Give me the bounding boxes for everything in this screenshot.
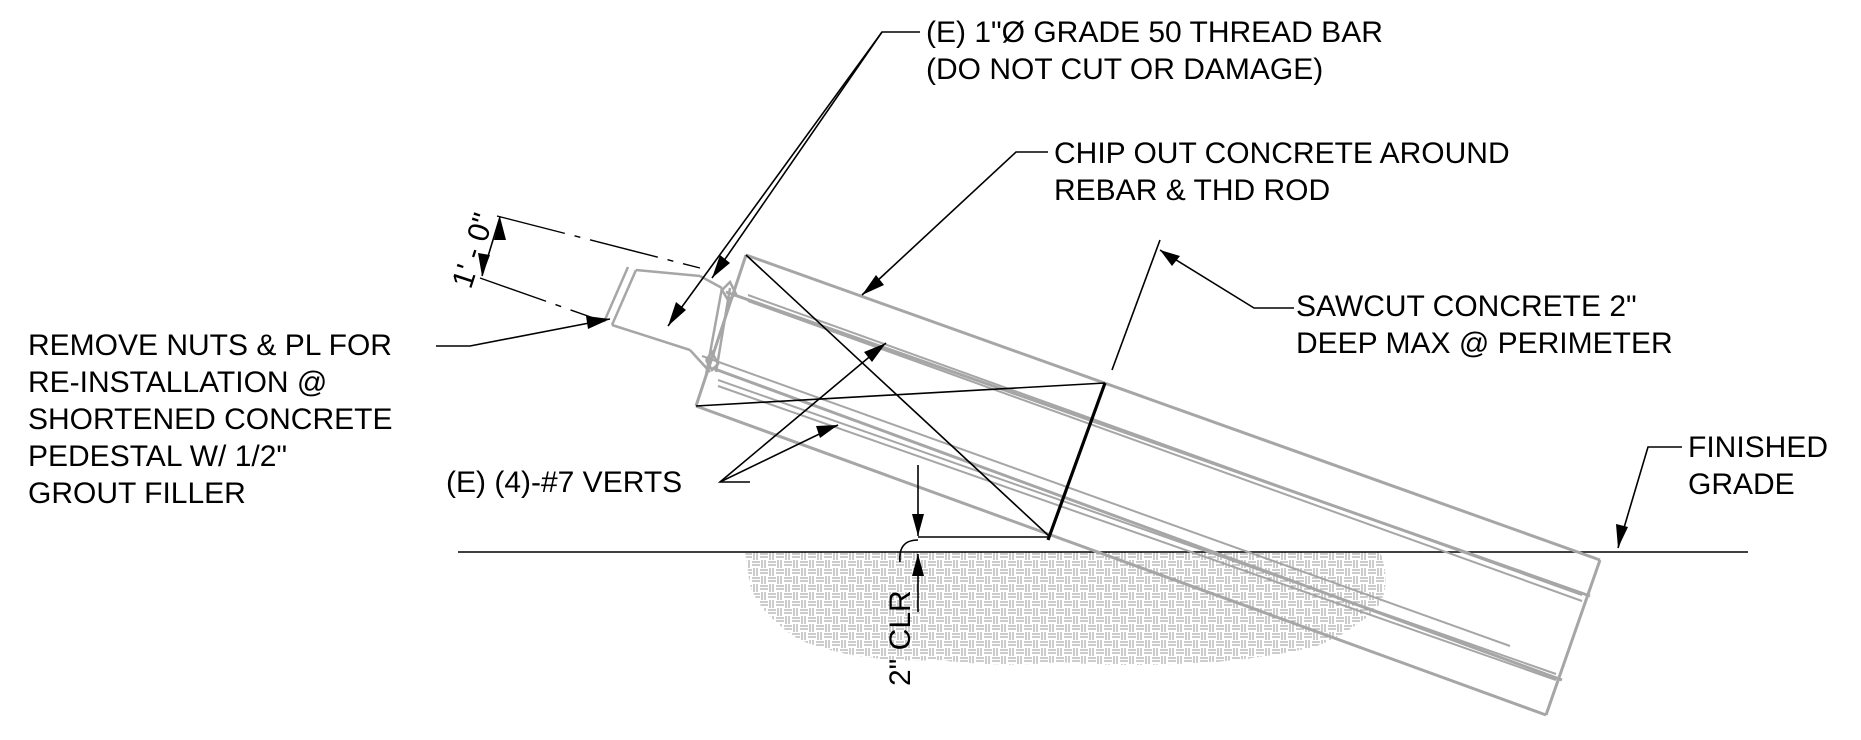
note-remove-nuts: REMOVE NUTS & PL FOR RE-INSTALLATION @ S…: [28, 327, 392, 512]
clearance-dimension: [899, 465, 924, 612]
leader-sawcut: [1111, 239, 1294, 371]
leader-finished-grade: [1616, 446, 1682, 549]
sawcut-lines: [695, 254, 1107, 541]
note-sawcut-line2: DEEP MAX @ PERIMETER: [1296, 327, 1673, 360]
note-sawcut-line1: SAWCUT CONCRETE 2": [1296, 290, 1637, 323]
vertical-rebars: [701, 294, 1583, 681]
leader-remove-nuts: [436, 316, 611, 347]
length-dimension: [478, 215, 701, 322]
dimension-clearance-label: 2" CLR: [884, 590, 917, 686]
leader-thread-bar: [667, 31, 920, 327]
note-remove-nuts-line2: RE-INSTALLATION @: [28, 366, 328, 399]
note-remove-nuts-line4: PEDESTAL W/ 1/2": [28, 440, 288, 473]
note-chip-out-line2: REBAR & THD ROD: [1054, 174, 1331, 207]
note-thread-bar: (E) 1"Ø GRADE 50 THREAD BAR (DO NOT CUT …: [926, 14, 1383, 88]
concrete-pedestal: [694, 253, 1602, 717]
note-chip-out-line1: CHIP OUT CONCRETE AROUND: [1054, 137, 1510, 170]
note-finished-grade: FINISHED GRADE: [1688, 429, 1828, 503]
note-remove-nuts-line3: SHORTENED CONCRETE: [28, 403, 393, 436]
note-verts: (E) (4)-#7 VERTS: [446, 464, 682, 501]
note-remove-nuts-line1: REMOVE NUTS & PL FOR: [28, 329, 392, 362]
leader-chip-out: [861, 151, 1048, 296]
base-plate-and-nuts: [602, 266, 738, 376]
note-finished-grade-line2: GRADE: [1688, 468, 1795, 501]
note-chip-out: CHIP OUT CONCRETE AROUND REBAR & THD ROD: [1054, 135, 1510, 209]
note-thread-bar-line1: (E) 1"Ø GRADE 50 THREAD BAR: [926, 16, 1383, 49]
soil-hatch: [745, 552, 1386, 665]
note-sawcut: SAWCUT CONCRETE 2" DEEP MAX @ PERIMETER: [1296, 288, 1673, 362]
note-remove-nuts-line5: GROUT FILLER: [28, 477, 246, 510]
leader-verts: [717, 342, 887, 483]
note-thread-bar-line2: (DO NOT CUT OR DAMAGE): [926, 53, 1324, 86]
note-verts-text: (E) (4)-#7 VERTS: [446, 466, 683, 499]
note-finished-grade-line1: FINISHED: [1688, 431, 1829, 464]
